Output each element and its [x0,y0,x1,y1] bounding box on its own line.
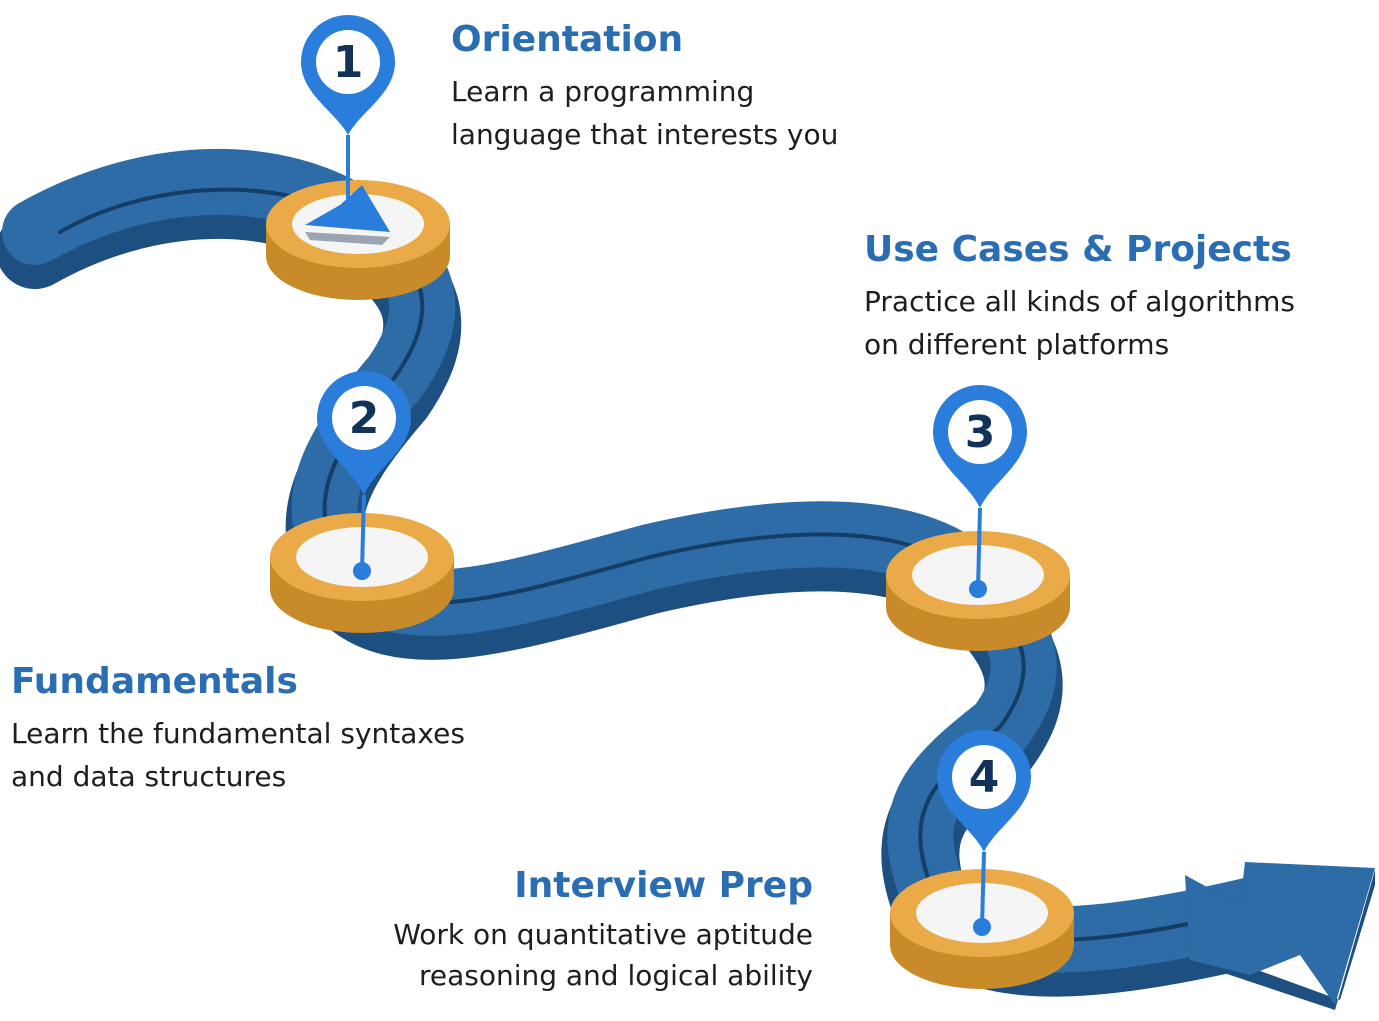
step-1-title: Orientation [451,19,684,60]
arrow-right-icon [1185,862,1375,1005]
step-4-title: Interview Prep [514,865,813,906]
play-arrow-icon [305,185,390,232]
step-2-desc-line1: Learn the fundamental syntaxes [11,717,465,750]
pin-dot [973,918,991,936]
step-4-desc-line1: Work on quantitative aptitude [393,918,813,951]
step-2-number: 2 [349,393,380,444]
step-3-desc-line1: Practice all kinds of algorithms [864,285,1295,318]
step-3-description: Practice all kinds of algorithms on diff… [864,280,1295,366]
step-2-text: Fundamentals Learn the fundamental synta… [11,660,465,798]
step-1-description: Learn a programming language that intere… [451,70,838,156]
map-pin-icon: 3 [933,385,1027,598]
step-4-description: Work on quantitative aptitude reasoning … [393,914,813,996]
map-pin-icon: 1 [301,15,395,205]
map-pin-icon: 2 [317,371,411,580]
step-3-number: 3 [965,407,996,458]
map-pin-icon: 4 [937,730,1031,936]
step-1-desc-line1: Learn a programming [451,75,755,108]
step-1-desc-line2: language that interests you [451,118,839,151]
step-1-number: 1 [333,37,364,88]
step-4-number: 4 [969,752,1000,803]
play-arrow-icon-shadow [305,232,390,245]
step-discs [266,180,1074,989]
location-pins: 1 2 3 4 [301,15,1031,936]
pin-dot [969,580,987,598]
step-4-desc-line2: reasoning and logical ability [418,959,813,992]
step-4-text: Interview Prep Work on quantitative apti… [393,864,813,996]
step-2-description: Learn the fundamental syntaxes and data … [11,712,465,798]
step-2-title: Fundamentals [11,661,298,702]
step-3-desc-line2: on different platforms [864,328,1170,361]
step-1-text: Orientation Learn a programming language… [451,18,838,156]
pin-dot [353,562,371,580]
step-2-desc-line2: and data structures [11,760,287,793]
arrow-right-icon-side [1190,870,1375,1010]
step-3-text: Use Cases & Projects Practice all kinds … [864,228,1295,366]
step-3-title: Use Cases & Projects [864,229,1292,270]
